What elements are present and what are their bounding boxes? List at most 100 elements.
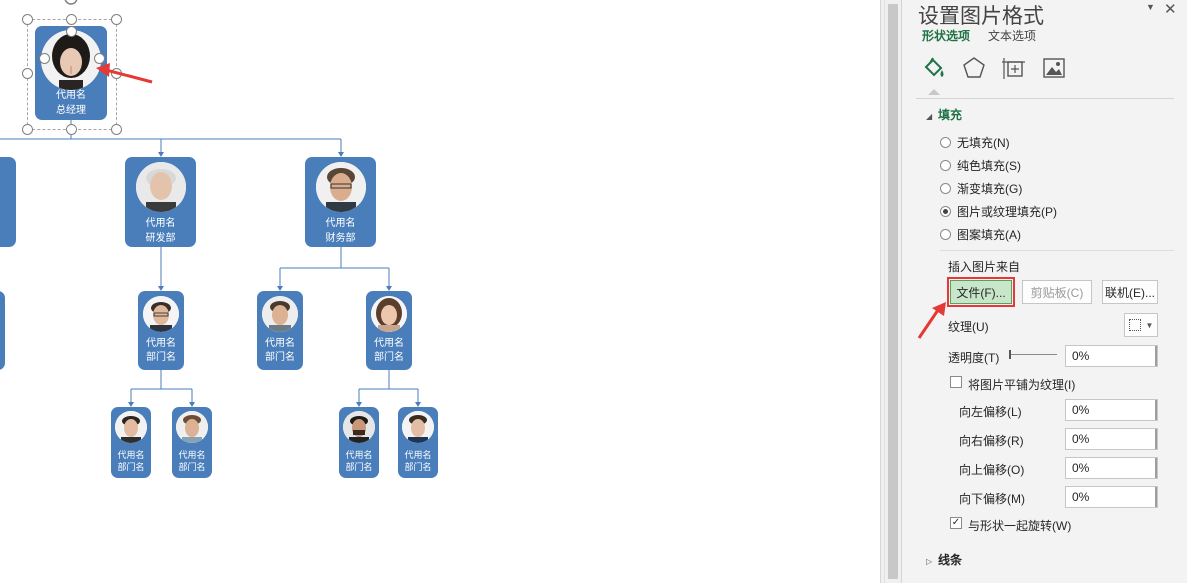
org-node-title: 部门名: [404, 462, 432, 472]
org-node-rd-1-b[interactable]: 代用名 部门名: [172, 407, 212, 478]
resize-handle-inner-right[interactable]: [94, 53, 105, 64]
scrollbar-thumb[interactable]: [888, 4, 898, 579]
radio-no-fill[interactable]: 无填充(N): [940, 133, 1010, 151]
transparency-slider-thumb[interactable]: [1009, 350, 1011, 359]
radio-gradient-fill[interactable]: 渐变填充(G): [940, 179, 1022, 197]
category-pointer: [928, 89, 940, 95]
file-button[interactable]: 文件(F)...: [947, 277, 1015, 307]
radio-label: 渐变填充(G): [957, 181, 1023, 196]
org-node-title: 研发部: [145, 233, 176, 244]
section-line-label: 线条: [938, 553, 963, 567]
org-node-title: 财务部: [325, 233, 356, 244]
org-node-title: 部门名: [345, 462, 373, 472]
tile-checkbox[interactable]: [950, 376, 962, 388]
resize-handle-inner-top[interactable]: [66, 26, 77, 37]
offset-bottom-input[interactable]: 0%: [1065, 486, 1158, 508]
org-node-title: 部门名: [374, 352, 404, 363]
offset-top-input[interactable]: 0%: [1065, 457, 1158, 479]
insert-picture-from-label: 插入图片来自: [948, 260, 1021, 274]
chevron-down-icon: ▼: [1145, 320, 1154, 330]
resize-handle-bottom-right[interactable]: [111, 124, 122, 135]
org-node-rd-1[interactable]: 代用名 部门名: [138, 291, 184, 370]
slide-canvas[interactable]: 代用名 总经理 代用名 研发部 代用名 财务部 代用名 部门名 代用名 部门名: [0, 0, 880, 583]
radio-pattern-fill[interactable]: 图案填充(A): [940, 225, 1021, 243]
pane-options-chevron-icon[interactable]: ▼: [1146, 2, 1155, 12]
tab-shape-options[interactable]: 形状选项: [922, 29, 971, 43]
offset-right-label: 向右偏移(R): [959, 434, 1024, 448]
format-picture-pane: 设置图片格式 ▼ ✕ 形状选项 文本选项 ◢填充 无填充(N) 纯色填充(S) …: [901, 0, 1187, 583]
texture-picker[interactable]: ▼: [1124, 313, 1158, 337]
radio-label: 无填充(N): [957, 135, 1010, 150]
paint-bucket-icon[interactable]: [921, 55, 947, 81]
avatar-fin-2-b: [402, 411, 434, 443]
pane-divider: [916, 98, 1174, 99]
org-node-fin-2[interactable]: 代用名 部门名: [366, 291, 412, 370]
org-node-offscreen-left[interactable]: [0, 157, 16, 247]
avatar-fin: [315, 162, 366, 212]
radio-picture-fill[interactable]: 图片或纹理填充(P): [940, 202, 1057, 220]
offset-top-label: 向上偏移(O): [959, 463, 1025, 477]
avatar-ceo: [41, 30, 101, 90]
org-node-fin-1[interactable]: 代用名 部门名: [257, 291, 303, 370]
resize-handle-bottom-left[interactable]: [22, 124, 33, 135]
org-node-rd-1-a[interactable]: 代用名 部门名: [111, 407, 151, 478]
radio-button[interactable]: [940, 136, 951, 148]
collapse-triangle-icon: ◢: [926, 112, 933, 121]
radio-button[interactable]: [940, 159, 951, 171]
pane-title: 设置图片格式: [918, 5, 1044, 28]
radio-label: 纯色填充(S): [957, 158, 1021, 173]
avatar-rd-1: [143, 296, 179, 332]
radio-button[interactable]: [940, 228, 951, 240]
close-icon[interactable]: ✕: [1164, 1, 1177, 18]
pentagon-icon[interactable]: [961, 55, 987, 81]
resize-handle-top-center[interactable]: [66, 14, 77, 25]
avatar-rd-1-b: [176, 411, 208, 443]
resize-handle-middle-left[interactable]: [22, 68, 33, 79]
radio-solid-fill[interactable]: 纯色填充(S): [940, 156, 1021, 174]
vertical-scrollbar[interactable]: [884, 0, 901, 583]
org-node-name: 代用名: [56, 90, 86, 101]
offset-right-input[interactable]: 0%: [1065, 428, 1158, 450]
clipboard-button[interactable]: 剪贴板(C): [1022, 280, 1092, 304]
org-node-name: 代用名: [325, 218, 356, 229]
org-node-offscreen-left-2[interactable]: [0, 291, 5, 370]
org-node-fin-2-b[interactable]: 代用名 部门名: [398, 407, 438, 478]
org-node-title: 部门名: [146, 352, 176, 363]
annotation-arrow-icon: [917, 302, 946, 339]
resize-handle-top-right[interactable]: [111, 14, 122, 25]
canvas-border: [880, 0, 884, 583]
avatar-rd: [135, 162, 186, 212]
online-button[interactable]: 联机(E)...: [1102, 280, 1158, 304]
resize-handle-bottom-center[interactable]: [66, 124, 77, 135]
expand-triangle-icon: ▷: [926, 557, 933, 566]
tab-text-options[interactable]: 文本选项: [988, 29, 1037, 43]
radio-button-checked[interactable]: [940, 205, 951, 217]
tile-label: 将图片平铺为纹理(I): [968, 378, 1076, 392]
offset-left-input[interactable]: 0%: [1065, 399, 1158, 421]
radio-button[interactable]: [940, 182, 951, 194]
org-chart-connectors: [0, 120, 421, 407]
section-fill[interactable]: ◢ 填充: [926, 106, 962, 123]
transparency-input[interactable]: 0%: [1065, 345, 1158, 367]
org-node-title: 部门名: [117, 462, 145, 472]
texture-swatch-icon: [1128, 319, 1141, 331]
picture-icon[interactable]: [1041, 55, 1067, 81]
avatar-fin-1: [262, 296, 298, 332]
rotate-with-shape-checkbox[interactable]: ✓: [950, 517, 962, 529]
resize-handle-top-left[interactable]: [22, 14, 33, 25]
resize-handle-inner-left[interactable]: [39, 53, 50, 64]
resize-handle-middle-right[interactable]: [111, 68, 122, 79]
org-node-fin-2-a[interactable]: 代用名 部门名: [339, 407, 379, 478]
org-node-rd[interactable]: 代用名 研发部: [125, 157, 196, 247]
org-node-name: 代用名: [178, 450, 206, 460]
section-divider: [940, 250, 1174, 251]
section-fill-label: 填充: [938, 108, 963, 122]
section-line[interactable]: ▷ 线条: [926, 551, 962, 568]
transparency-slider[interactable]: [1009, 354, 1057, 355]
org-node-ceo[interactable]: 代用名 总经理: [35, 26, 107, 120]
offset-bottom-label: 向下偏移(M): [959, 492, 1025, 506]
org-node-fin[interactable]: 代用名 财务部: [305, 157, 376, 247]
size-properties-icon[interactable]: [1001, 55, 1027, 81]
org-node-name: 代用名: [145, 218, 176, 229]
radio-label: 图片或纹理填充(P): [957, 204, 1057, 219]
